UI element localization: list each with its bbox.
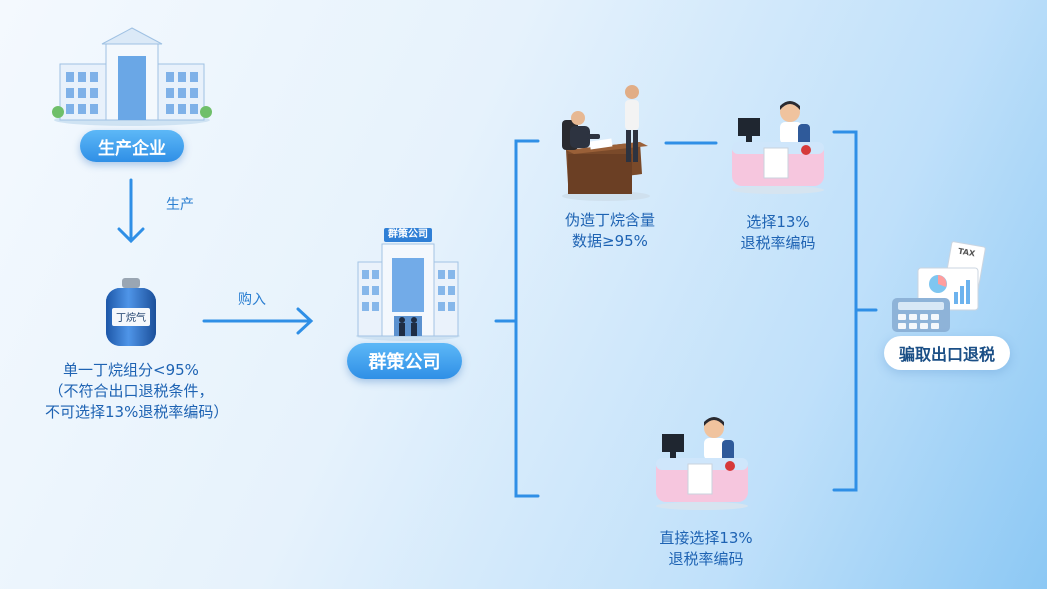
select-description: 选择13% 退税率编码 (716, 212, 840, 254)
direct-line-2: 退税率编码 (668, 550, 744, 568)
butane-line-1: 单一丁烷组分<95% (63, 361, 199, 379)
clerk-desk-icon-2 (656, 417, 748, 510)
produce-edge-label: 生产 (166, 197, 194, 213)
qunce-building-icon (356, 228, 460, 341)
purchase-edge-label: 购入 (238, 292, 266, 308)
direct-line-1: 直接选择13% (659, 529, 753, 547)
can-label-text: 丁烷气 (116, 311, 146, 324)
forge-line-2: 数据≥95% (572, 232, 648, 250)
producer-label: 生产企业 (80, 130, 184, 162)
direct-description: 直接选择13% 退税率编码 (640, 528, 772, 570)
purchase-arrow-head (296, 307, 314, 335)
produce-arrow-head (117, 227, 145, 244)
qunce-label: 群策公司 (347, 343, 462, 379)
select-line-2: 退税率编码 (740, 234, 816, 252)
business-meeting-icon (562, 85, 650, 201)
forge-line-1: 伪造丁烷含量 (564, 211, 655, 229)
butane-line-3: 不可选择13%退税率编码） (45, 403, 229, 421)
clerk-desk-icon (732, 101, 824, 194)
calculator-tax-icon (892, 241, 986, 332)
fraud-label: 骗取出口退税 (884, 336, 1010, 370)
select-line-1: 选择13% (746, 213, 810, 231)
forge-description: 伪造丁烷含量 数据≥95% (546, 210, 674, 252)
right-bracket (832, 130, 858, 492)
left-bracket (514, 139, 540, 498)
butane-line-2: （不符合出口退税条件， (48, 382, 214, 400)
butane-can-icon: 丁烷气 (106, 278, 156, 346)
factory-building-icon (52, 27, 212, 126)
qunce-building-sign: 群策公司 (388, 229, 428, 240)
butane-description: 单一丁烷组分<95% （不符合出口退税条件， 不可选择13%退税率编码） (45, 360, 229, 423)
